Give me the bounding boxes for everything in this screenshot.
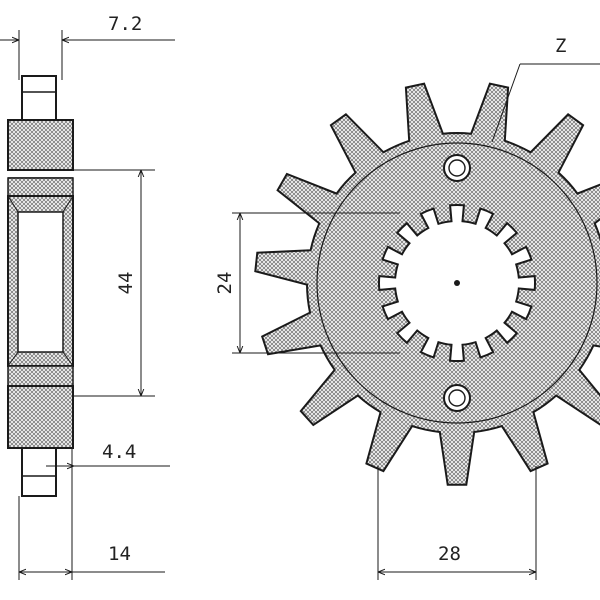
side-bottom-tooth bbox=[21, 447, 57, 497]
dim-teeth-label: Z bbox=[555, 35, 566, 57]
side-view bbox=[7, 75, 74, 497]
dim-tooth-width: 4.4 bbox=[46, 441, 170, 466]
dim-spline-width-label: 28 bbox=[438, 543, 461, 565]
dim-hub-width: 7.2 bbox=[0, 13, 175, 80]
dim-bore-height: 44 bbox=[73, 169, 155, 397]
dim-teeth-count: Z bbox=[491, 35, 600, 143]
dim-spline-height: 24 bbox=[214, 212, 400, 354]
dim-spline-width: 28 bbox=[377, 466, 537, 580]
side-lower-band bbox=[7, 385, 74, 449]
dim-bore-height-label: 44 bbox=[115, 272, 137, 295]
side-upper-band bbox=[7, 119, 74, 171]
dim-spline-height-label: 24 bbox=[214, 272, 236, 295]
front-view bbox=[254, 82, 600, 486]
bolt-hole-top bbox=[443, 154, 471, 182]
side-top-tooth bbox=[21, 75, 57, 121]
dim-tooth-width-label: 4.4 bbox=[102, 441, 136, 463]
dim-hub-width-label: 7.2 bbox=[108, 13, 142, 35]
dim-overall-width: 14 bbox=[18, 448, 165, 580]
pitch-circle bbox=[316, 142, 598, 424]
bolt-hole-bottom bbox=[443, 384, 471, 412]
dim-overall-width-label: 14 bbox=[108, 543, 131, 565]
